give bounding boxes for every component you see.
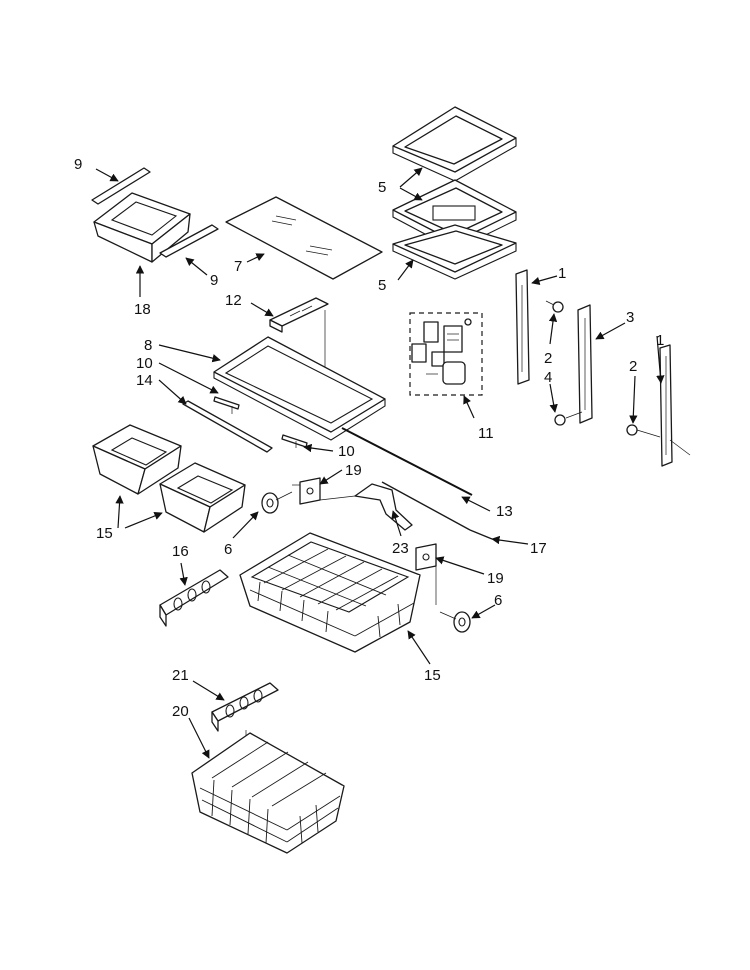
callout-20: 20 [172, 703, 189, 720]
callout-21: 21 [172, 667, 189, 684]
filter-kit-part-11[interactable] [409, 312, 483, 396]
callout-9-bottom: 9 [210, 272, 218, 289]
callout-22: 18 [134, 301, 151, 318]
callout-18: 16 [172, 543, 189, 560]
rail-part-1-upper[interactable] [515, 269, 530, 385]
leader-lines [95, 167, 665, 759]
door-shelf-part-5c[interactable] [392, 224, 517, 280]
end-cap-part-18[interactable] [159, 569, 229, 627]
bracket-part-19-left[interactable] [292, 477, 321, 505]
basket-part-16[interactable] [239, 532, 421, 653]
callout-10-left: 10 [136, 355, 153, 372]
pin-part-10-right[interactable] [281, 434, 308, 448]
bracket-part-19-right[interactable] [415, 543, 437, 605]
screw-part-2-upper[interactable] [545, 300, 564, 313]
callout-11: 11 [478, 425, 494, 442]
callout-3: 3 [626, 309, 634, 326]
callout-1-lower: 1 [656, 332, 664, 349]
rail-part-1-lower[interactable] [659, 344, 691, 467]
door-shelf-part-5[interactable] [392, 106, 517, 182]
callout-16: 15 [424, 667, 441, 684]
callout-5-bottom: 5 [378, 277, 386, 294]
shelf-frame-part-8[interactable] [213, 336, 386, 441]
basket-part-20[interactable] [191, 732, 345, 854]
callout-13: 13 [496, 503, 513, 520]
bracket-part-12[interactable] [269, 297, 329, 333]
wheel-part-6-left[interactable] [261, 491, 293, 514]
callout-19-left: 19 [345, 462, 362, 479]
callout-2-upper: 2 [544, 350, 552, 367]
crisper-part-22[interactable] [93, 192, 191, 263]
cable-part-17[interactable] [381, 481, 493, 540]
callout-12: 12 [225, 292, 242, 309]
glass-shelf-part-7[interactable] [225, 196, 383, 280]
callout-10-right: 10 [338, 443, 355, 460]
callout-labels: 9 5 7 9 18 5 1 12 2 3 8 1 10 2 4 14 11 1… [74, 156, 664, 720]
rail-part-9-top[interactable] [91, 167, 151, 205]
callout-6-left: 6 [224, 541, 232, 558]
callout-6-right: 6 [494, 592, 502, 609]
callout-4: 4 [544, 369, 552, 386]
rail-part-9-bottom[interactable] [159, 224, 219, 258]
wheel-part-6-right[interactable] [439, 611, 471, 633]
callout-19-right: 19 [487, 570, 504, 587]
callout-8: 8 [144, 337, 152, 354]
callout-15: 15 [96, 525, 113, 542]
door-shelf-part-5b[interactable] [392, 179, 517, 251]
callout-2-lower: 2 [629, 358, 637, 375]
bin-part-15-left[interactable] [92, 424, 182, 495]
callout-9-top: 9 [74, 156, 82, 173]
screw-part-2-lower[interactable] [626, 424, 661, 438]
pin-part-10-left[interactable] [213, 396, 240, 414]
callout-1-upper: 1 [558, 265, 566, 282]
end-cap-part-21[interactable] [211, 682, 279, 732]
screw-part-4[interactable] [554, 411, 583, 426]
callout-17: 17 [530, 540, 547, 557]
rod-part-13[interactable] [341, 427, 473, 496]
divider-part-14[interactable] [182, 400, 273, 453]
bin-part-15-right[interactable] [159, 462, 246, 533]
callout-7: 7 [234, 258, 242, 275]
callout-23: 23 [392, 540, 409, 557]
callout-14: 14 [136, 372, 153, 389]
rail-part-3[interactable] [577, 304, 593, 424]
callout-5-top: 5 [378, 179, 386, 196]
